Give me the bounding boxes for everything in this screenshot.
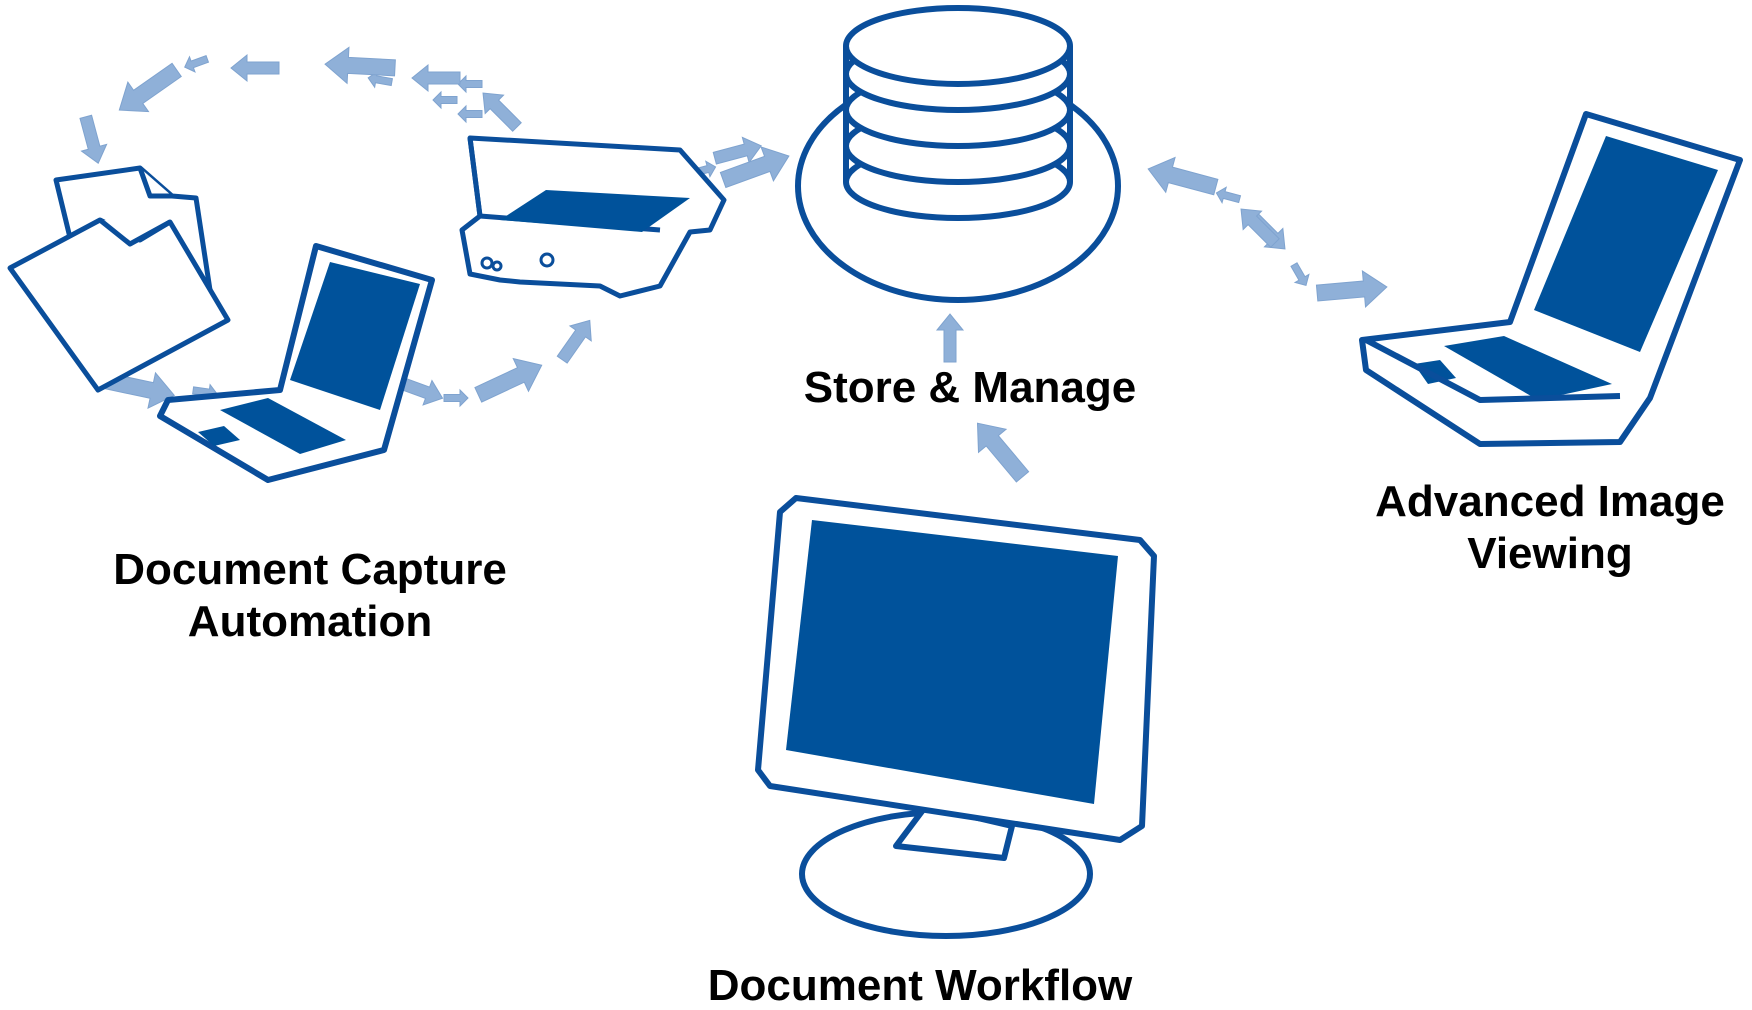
label-advanced-image-viewing: Advanced Image Viewing [1340, 476, 1752, 580]
arrow-icon [936, 313, 964, 363]
label-store-manage: Store & Manage [770, 362, 1170, 414]
label-line: Automation [187, 597, 433, 646]
label-line: Store & Manage [803, 363, 1137, 412]
arrow-icon [457, 75, 483, 93]
label-line: Advanced Image [1375, 477, 1725, 526]
label-document-capture-automation: Document Capture Automation [40, 544, 580, 648]
arrow-icon [1143, 151, 1221, 205]
monitor-icon [755, 495, 1157, 939]
label-line: Document Capture [113, 545, 507, 594]
arrow-icon [108, 54, 188, 126]
laptop-icon [157, 243, 435, 483]
arrow-icon [411, 64, 461, 92]
laptop-icon [1359, 111, 1743, 447]
arrow-icon [181, 50, 211, 76]
label-line: Viewing [1467, 529, 1633, 578]
arrow-icon [470, 348, 550, 412]
arrow-icon [551, 312, 601, 368]
documents-icon [7, 165, 231, 393]
arrow-icon [72, 112, 112, 168]
arrow-icon [230, 54, 280, 82]
label-line: Document Workflow [707, 961, 1133, 1010]
arrow-icon [1286, 260, 1314, 290]
scanner-icon [459, 135, 727, 299]
database-icon [795, 5, 1121, 303]
arrow-icon [963, 411, 1037, 489]
arrow-icon [443, 389, 469, 407]
arrow-icon [1315, 268, 1389, 312]
arrow-icon [457, 105, 483, 123]
arrow-icon [432, 91, 458, 109]
arrow-icon [1213, 184, 1243, 208]
label-document-workflow: Document Workflow [660, 962, 1180, 1010]
